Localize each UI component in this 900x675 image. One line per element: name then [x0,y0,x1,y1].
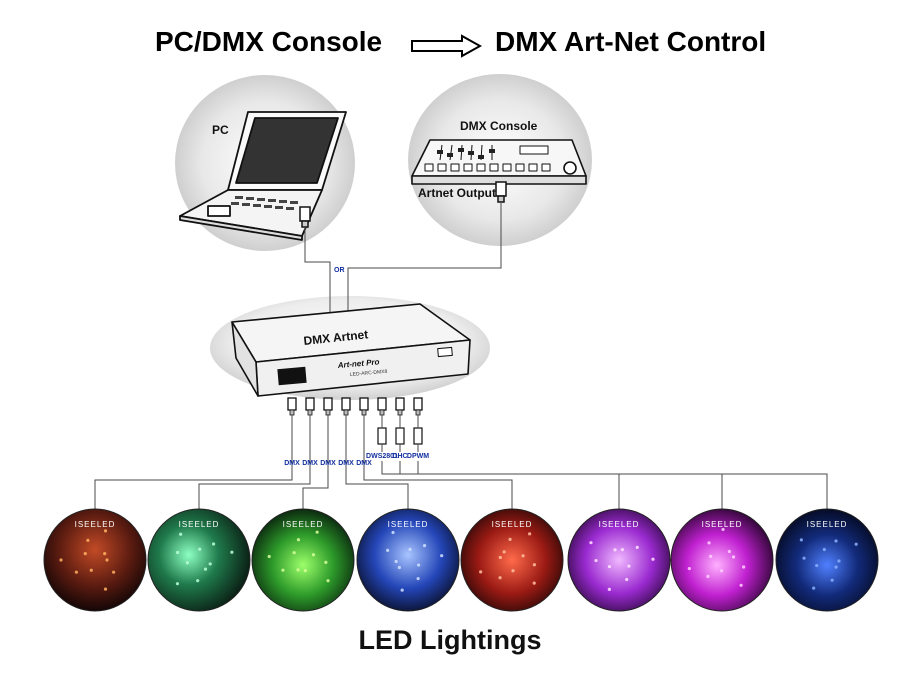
led-lighting-gallery: ISEELED ISEELED ISEELED ISEELED ISEELED ISEEL… [43,508,879,612]
dmx-console-icon [411,139,587,185]
led-lighting-photo: ISEELED [567,508,671,612]
watermark-label: ISEELED [179,520,220,529]
output-port-plug-icon [377,397,387,416]
watermark-label: ISEELED [75,520,116,529]
watermark-label: ISEELED [599,520,640,529]
output-converter-icon [377,427,387,445]
artnet-device-icon [231,303,471,397]
output-converter-icon [395,427,405,445]
output-wires [94,415,828,509]
pc-label: PC [212,123,229,137]
led-lighting-photo: ISEELED [147,508,251,612]
led-lighting-photo: ISEELED [460,508,564,612]
output-port-plug-icon [323,397,333,416]
watermark-label: ISEELED [807,520,848,529]
output-label: DPWM [407,453,429,460]
output-port-plug-icon [341,397,351,416]
led-lightings-caption: LED Lightings [358,625,542,655]
console-label: DMX Console [460,119,538,133]
output-port-plug-icon [413,397,423,416]
right-arrow-icon [411,34,482,58]
pc-ethernet-plug-icon [299,206,311,228]
console-output-label: Artnet Output [418,186,496,200]
watermark-label: ISEELED [388,520,429,529]
output-port-plug-icon [305,397,315,416]
output-label: DHC [392,453,407,460]
right-heading: DMX Art-Net Control [495,26,767,57]
led-lighting-photo: ISEELED [670,508,774,612]
output-label: DMX [338,460,354,467]
left-heading: PC/DMX Console [155,26,383,57]
watermark-label: ISEELED [702,520,743,529]
output-label: DMX [356,460,372,467]
output-ports [287,397,423,445]
output-converter-icon [413,427,423,445]
source-wires [304,202,502,312]
led-lighting-photo: ISEELED [775,508,879,612]
output-label: DMX [284,460,300,467]
output-port-plug-icon [395,397,405,416]
led-lighting-photo: ISEELED [251,508,355,612]
watermark-label: ISEELED [492,520,533,529]
laptop-icon [179,111,347,241]
output-label: DMX [320,460,336,467]
watermark-label: ISEELED [283,520,324,529]
output-label: DWS2801 [366,453,398,460]
output-port-plug-icon [359,397,369,416]
or-label: OR [334,267,345,274]
led-lighting-photo: ISEELED [43,508,147,612]
led-lighting-photo: ISEELED [356,508,460,612]
output-label: DMX [302,460,318,467]
device-top-label: DMX Artnet [303,327,369,348]
device-model-label: LED-ARC-DMX8 [350,369,388,378]
device-brand-label: Art-net Pro [336,357,380,370]
output-port-plug-icon [287,397,297,416]
console-ethernet-plug-icon [495,181,507,203]
